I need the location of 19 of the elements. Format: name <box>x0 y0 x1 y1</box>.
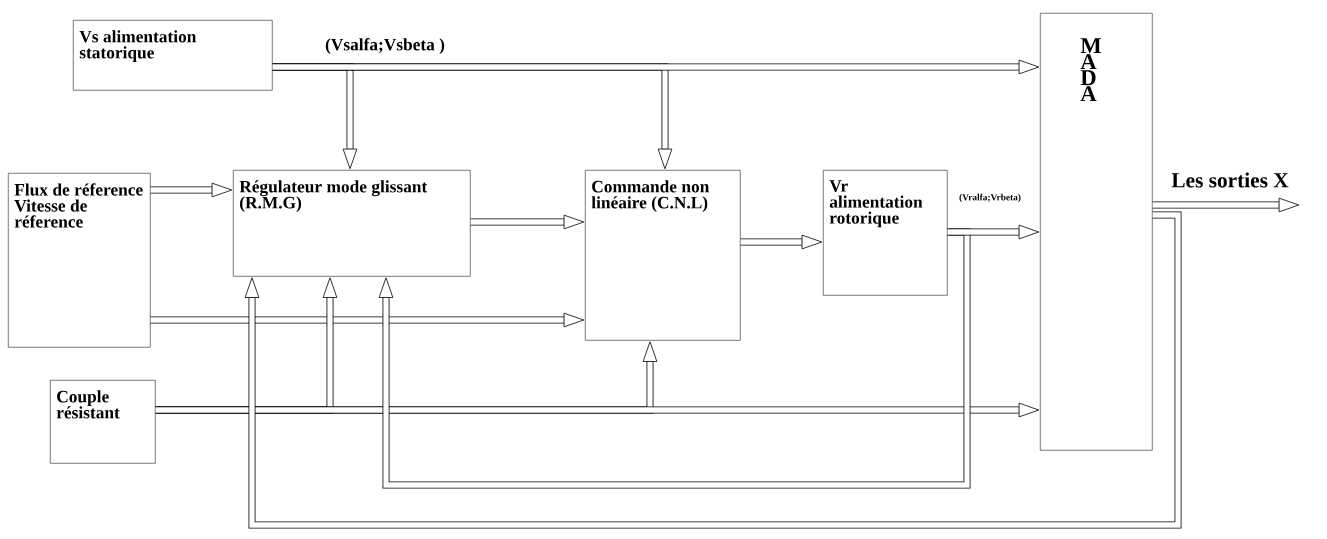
arrow <box>150 312 585 328</box>
edge-label: Les sorties X <box>1170 171 1290 189</box>
process-box: M A D A <box>1040 13 1153 451</box>
arrow <box>470 214 585 230</box>
arrow <box>272 59 1040 75</box>
arrow <box>1152 197 1300 213</box>
process-box: Vr alimentation rotorique <box>823 170 948 296</box>
process-box: Couple résistant <box>50 380 156 464</box>
process-box: Flux de réference Vitesse de réference <box>8 173 151 348</box>
arrow <box>947 224 1040 240</box>
process-box: Commande non linéaire (C.N.L) <box>585 170 741 341</box>
arrow <box>150 182 233 198</box>
arrow <box>155 402 1040 418</box>
edge-label: (Vralfa;Vrbeta) <box>957 192 1023 204</box>
process-box: Vs alimentation statorique <box>73 20 273 91</box>
edge-label: (Vsalfa;Vsbeta ) <box>323 36 447 56</box>
arrow <box>740 234 823 250</box>
arrow <box>244 211 1182 529</box>
process-box: Régulateur mode glissant (R.M.G) <box>233 170 471 277</box>
